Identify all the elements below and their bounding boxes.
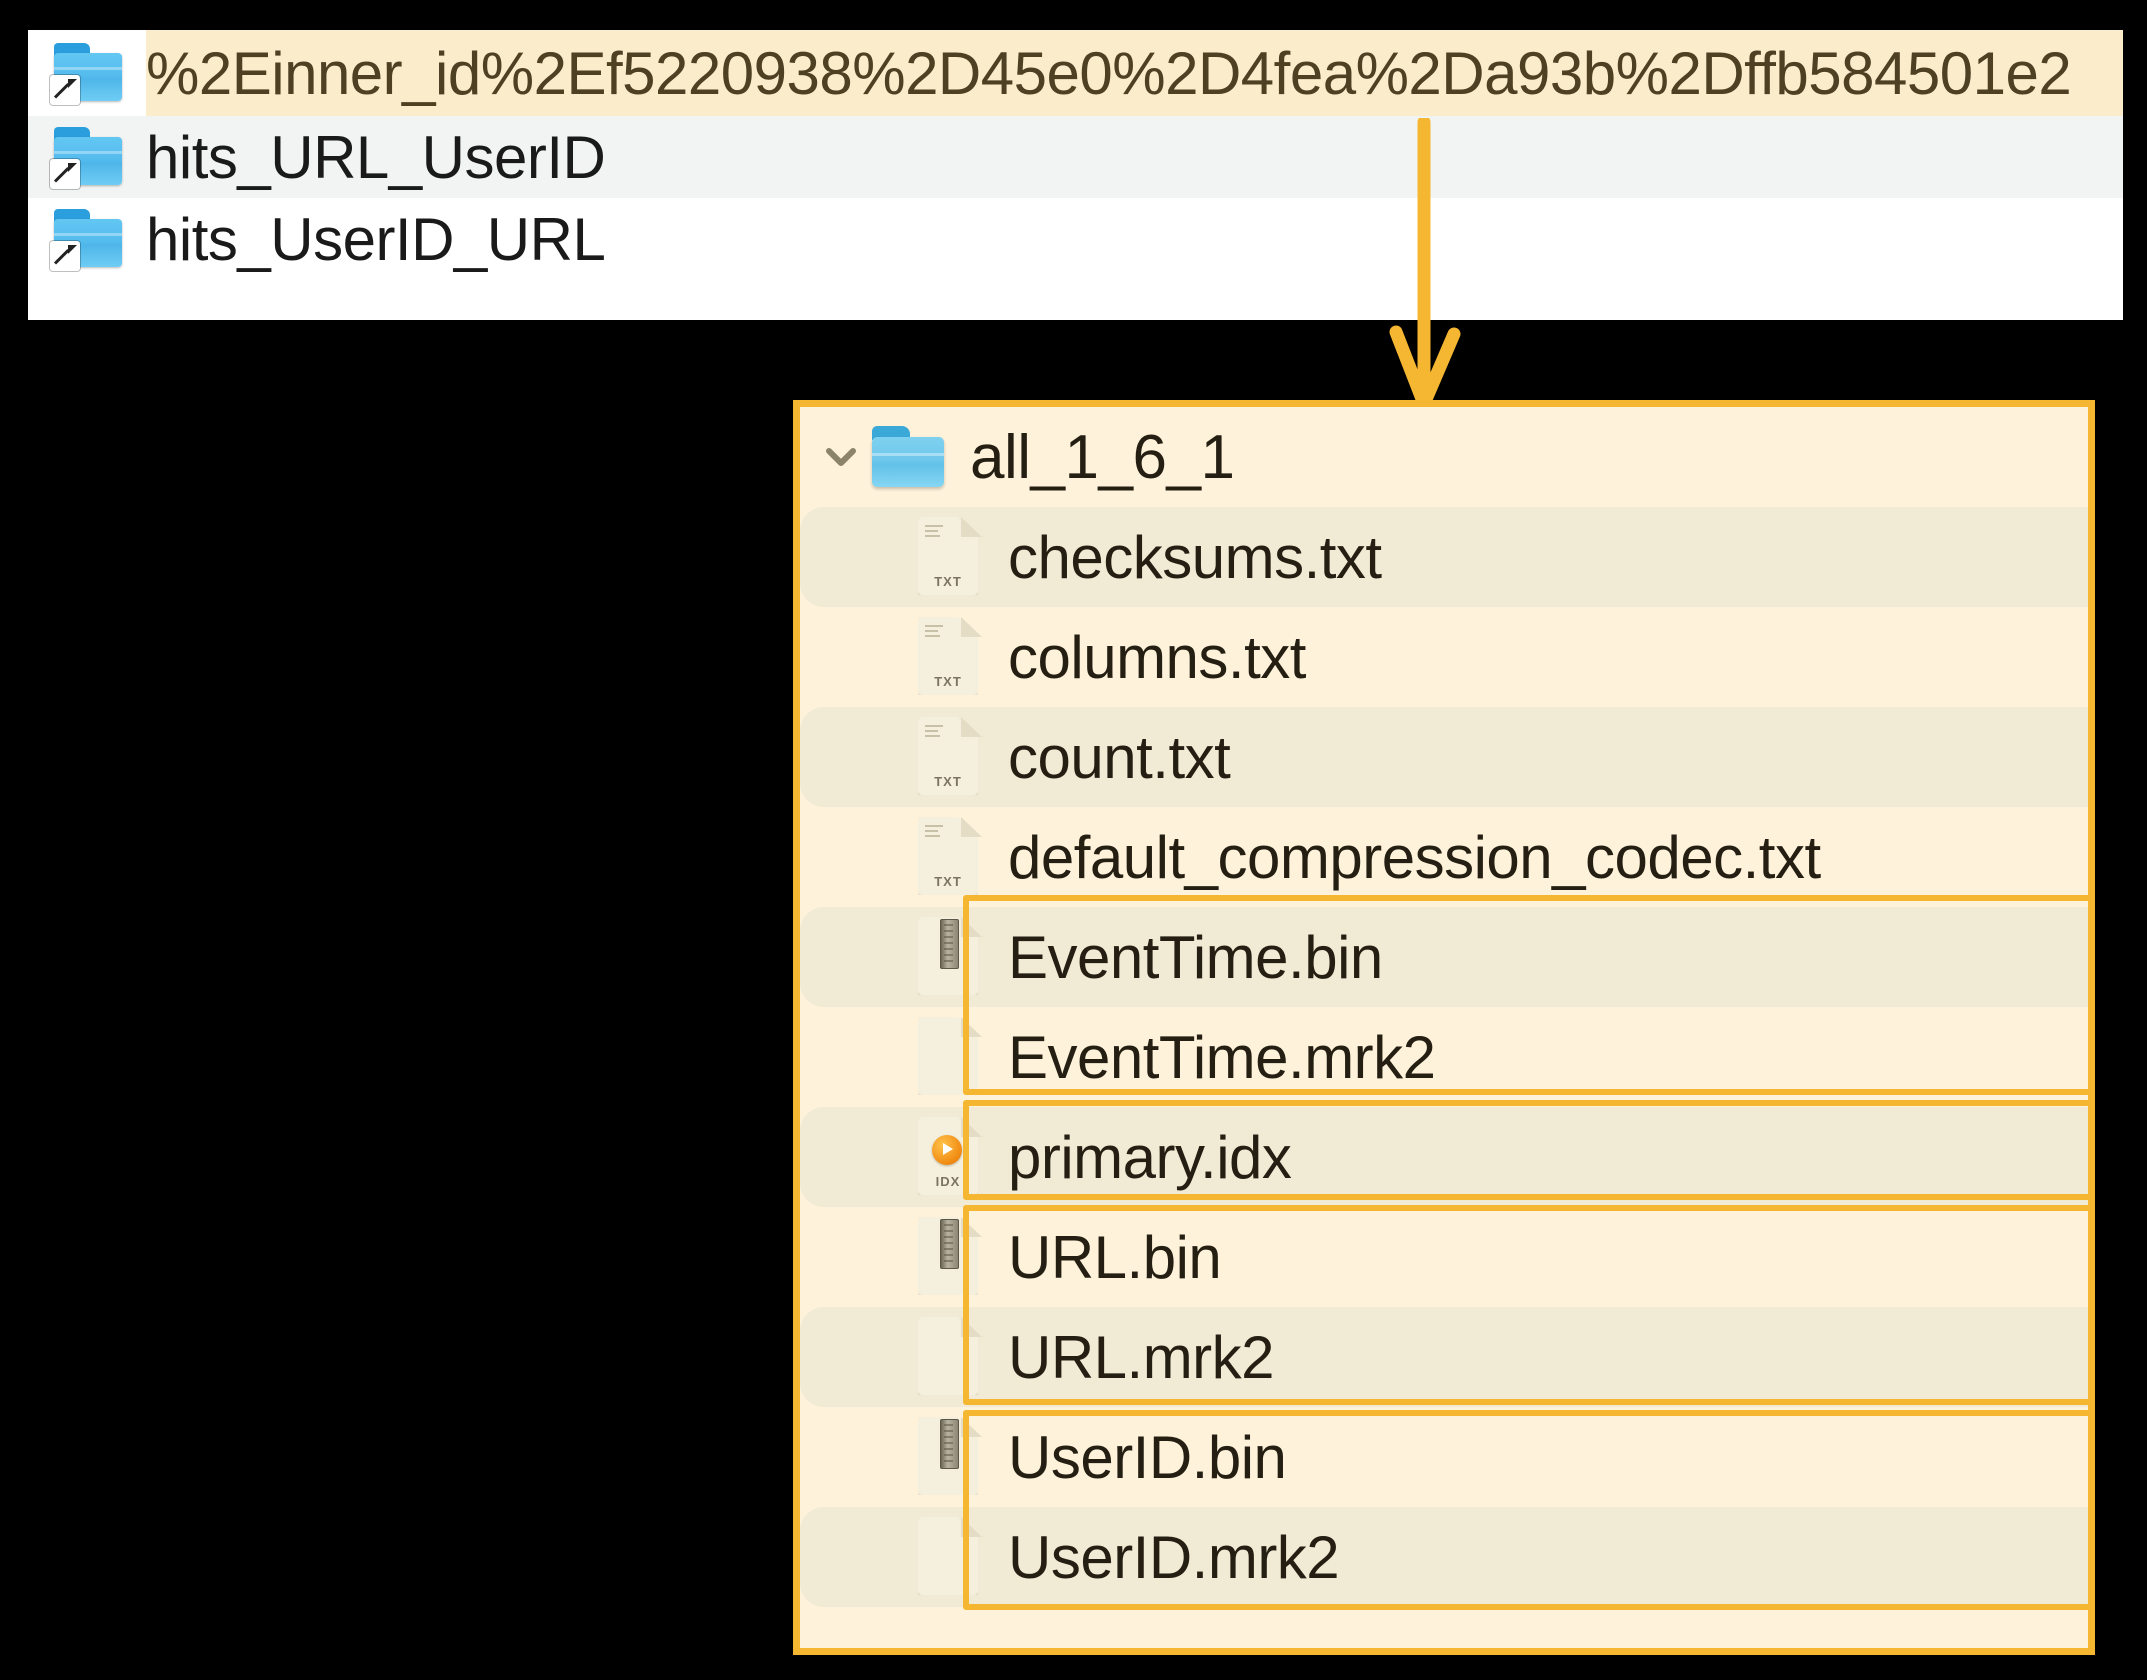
file-name-label: EventTime.mrk2: [1008, 1023, 1436, 1091]
list-item[interactable]: TXT columns.txt: [800, 607, 2088, 707]
file-type-tag: TXT: [934, 874, 962, 889]
file-name-label: checksums.txt: [1008, 523, 1382, 591]
down-arrow-annotation: [1389, 118, 1461, 411]
list-item[interactable]: hits_UserID_URL: [28, 198, 2123, 280]
folder-row-all_1_6_1[interactable]: all_1_6_1: [800, 407, 2088, 507]
txt-file-icon: TXT: [918, 517, 982, 597]
list-item-label: hits_UserID_URL: [146, 205, 606, 273]
chevron-down-icon[interactable]: [818, 434, 864, 480]
file-name-label: UserID.bin: [1008, 1423, 1287, 1491]
list-item[interactable]: URL.mrk2: [800, 1307, 2088, 1407]
blank-file-icon: [918, 1517, 982, 1597]
file-type-tag: TXT: [934, 674, 962, 689]
expanded-folder-panel: all_1_6_1 TXT checksums.txt TXT columns.…: [793, 400, 2095, 1655]
file-name-label: default_compression_codec.txt: [1008, 823, 1821, 891]
file-name-label: EventTime.bin: [1008, 923, 1383, 991]
list-item[interactable]: EventTime.mrk2: [800, 1007, 2088, 1107]
blank-file-icon: [918, 1017, 982, 1097]
folder-list-panel: %2Einner_id%2Ef5220938%2D45e0%2D4fea%2Da…: [28, 30, 2123, 320]
list-item-label: %2Einner_id%2Ef5220938%2D45e0%2D4fea%2Da…: [146, 39, 2072, 107]
blank-file-icon: [918, 1317, 982, 1397]
list-item[interactable]: EventTime.bin: [800, 907, 2088, 1007]
txt-file-icon: TXT: [918, 817, 982, 897]
list-item[interactable]: URL.bin: [800, 1207, 2088, 1307]
txt-file-icon: TXT: [918, 717, 982, 797]
list-item[interactable]: %2Einner_id%2Ef5220938%2D45e0%2D4fea%2Da…: [28, 30, 2123, 116]
folder-alias-icon: [50, 43, 126, 105]
file-type-tag: TXT: [934, 774, 962, 789]
file-name-label: URL.bin: [1008, 1223, 1222, 1291]
list-item[interactable]: TXT count.txt: [800, 707, 2088, 807]
file-name-label: count.txt: [1008, 723, 1231, 791]
list-item-label: hits_URL_UserID: [146, 123, 606, 191]
idx-file-icon: IDX: [918, 1117, 982, 1197]
folder-icon: [870, 426, 948, 488]
list-item[interactable]: UserID.bin: [800, 1407, 2088, 1507]
folder-alias-icon: [50, 209, 126, 271]
file-name-label: columns.txt: [1008, 623, 1306, 691]
list-item[interactable]: TXT checksums.txt: [800, 507, 2088, 607]
file-name-label: primary.idx: [1008, 1123, 1292, 1191]
list-item[interactable]: IDX primary.idx: [800, 1107, 2088, 1207]
bin-file-icon: [918, 917, 982, 997]
file-name-label: URL.mrk2: [1008, 1323, 1275, 1391]
bin-file-icon: [918, 1217, 982, 1297]
list-item[interactable]: hits_URL_UserID: [28, 116, 2123, 198]
list-item[interactable]: UserID.mrk2: [800, 1507, 2088, 1607]
bin-file-icon: [918, 1417, 982, 1497]
list-item[interactable]: TXT default_compression_codec.txt: [800, 807, 2088, 907]
folder-alias-icon: [50, 127, 126, 189]
folder-label: all_1_6_1: [970, 422, 1235, 492]
row-highlight: [146, 30, 2123, 116]
file-type-tag: TXT: [934, 574, 962, 589]
file-type-tag: IDX: [935, 1174, 961, 1189]
file-name-label: UserID.mrk2: [1008, 1523, 1340, 1591]
txt-file-icon: TXT: [918, 617, 982, 697]
